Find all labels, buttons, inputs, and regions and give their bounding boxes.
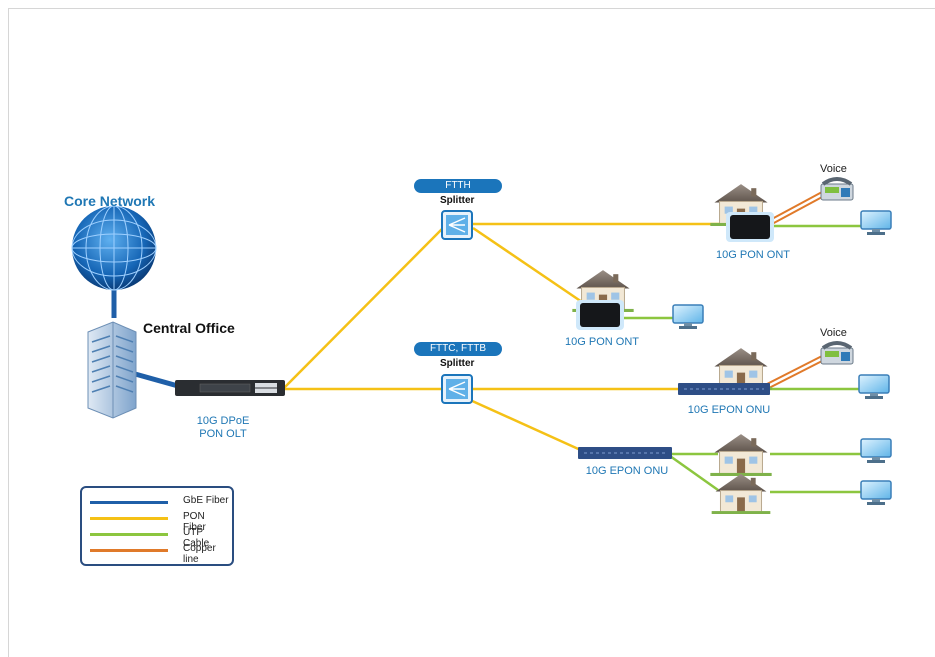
- core-network-title: Core Network: [64, 193, 156, 209]
- pc-monitor-icon-onu-top: [858, 374, 890, 400]
- legend-label-pon: PON Fiber: [183, 511, 206, 533]
- legend-swatch-utp: [90, 533, 168, 536]
- copper-mid-2: [766, 359, 825, 390]
- pc-monitor-icon-onu-bottom-1: [860, 438, 892, 464]
- legend-swatch-pon: [90, 517, 168, 520]
- fttc-tag: FTTC, FTTB: [414, 342, 502, 356]
- legend-label-utp: UTP Cable: [183, 527, 210, 549]
- voice-label-top: Voice: [820, 163, 847, 175]
- onu-top-label: 10G EPON ONU: [687, 404, 771, 416]
- voice-label-mid: Voice: [820, 327, 847, 339]
- ont-mid-device-icon: [576, 300, 624, 330]
- ont-mid-label: 10G PON ONT: [565, 336, 639, 348]
- legend-swatch-gbe: [90, 501, 168, 504]
- fttc-splitter-icon: [441, 374, 473, 404]
- legend-label-gbe: GbE Fiber: [183, 495, 229, 506]
- onu-top-device-icon: [678, 383, 770, 395]
- olt-label-line-2: PON OLT: [199, 428, 247, 440]
- legend-item-pon: PON Fiber: [90, 511, 230, 533]
- legend-item-gbe: GbE Fiber: [90, 495, 230, 509]
- ont-top-label: 10G PON ONT: [716, 249, 790, 261]
- fttc-splitter-label: Splitter: [440, 358, 475, 369]
- copper-mid-1: [764, 355, 823, 386]
- copper-top-2: [771, 195, 825, 225]
- central-office-title: Central Office: [143, 320, 235, 336]
- central-office-building-icon: [87, 321, 137, 419]
- olt-device-icon: [175, 380, 285, 396]
- diagram-frame: [8, 8, 935, 657]
- copper-top-1: [769, 191, 823, 221]
- phone-icon-top: [821, 179, 853, 200]
- legend-item-copper: Copper line: [90, 543, 230, 565]
- utp-onu-bottom-house-2: [669, 454, 719, 492]
- core-network-globe-icon: [71, 205, 157, 291]
- pon-fiber-olt-ftth: [282, 227, 444, 390]
- legend-label-copper: Copper line: [183, 543, 216, 565]
- olt-label-line-1: 10G DPoE: [196, 415, 250, 427]
- legend: GbE Fiber PON Fiber UTP Cable Copper lin…: [80, 486, 234, 566]
- pon-fiber-ftth-ont-mid: [472, 226, 583, 304]
- ont-top-device-icon: [726, 212, 774, 242]
- ftth-splitter-label: Splitter: [440, 195, 475, 206]
- pon-fiber-fttc-onu-bottom: [469, 398, 586, 454]
- ftth-splitter-icon: [441, 210, 473, 240]
- legend-swatch-copper: [90, 549, 168, 552]
- onu-bottom-device-icon: [578, 447, 672, 459]
- pc-monitor-icon-mid: [672, 304, 704, 330]
- legend-item-utp: UTP Cable: [90, 527, 230, 549]
- house-icon-onu-bottom-2: [711, 473, 771, 514]
- pc-monitor-icon-onu-bottom-2: [860, 480, 892, 506]
- onu-bottom-label: 10G EPON ONU: [585, 465, 669, 477]
- pc-monitor-icon-top: [860, 210, 892, 236]
- house-icon-onu-bottom-1: [710, 433, 772, 476]
- phone-icon-mid: [821, 343, 853, 364]
- ftth-tag: FTTH: [414, 179, 502, 193]
